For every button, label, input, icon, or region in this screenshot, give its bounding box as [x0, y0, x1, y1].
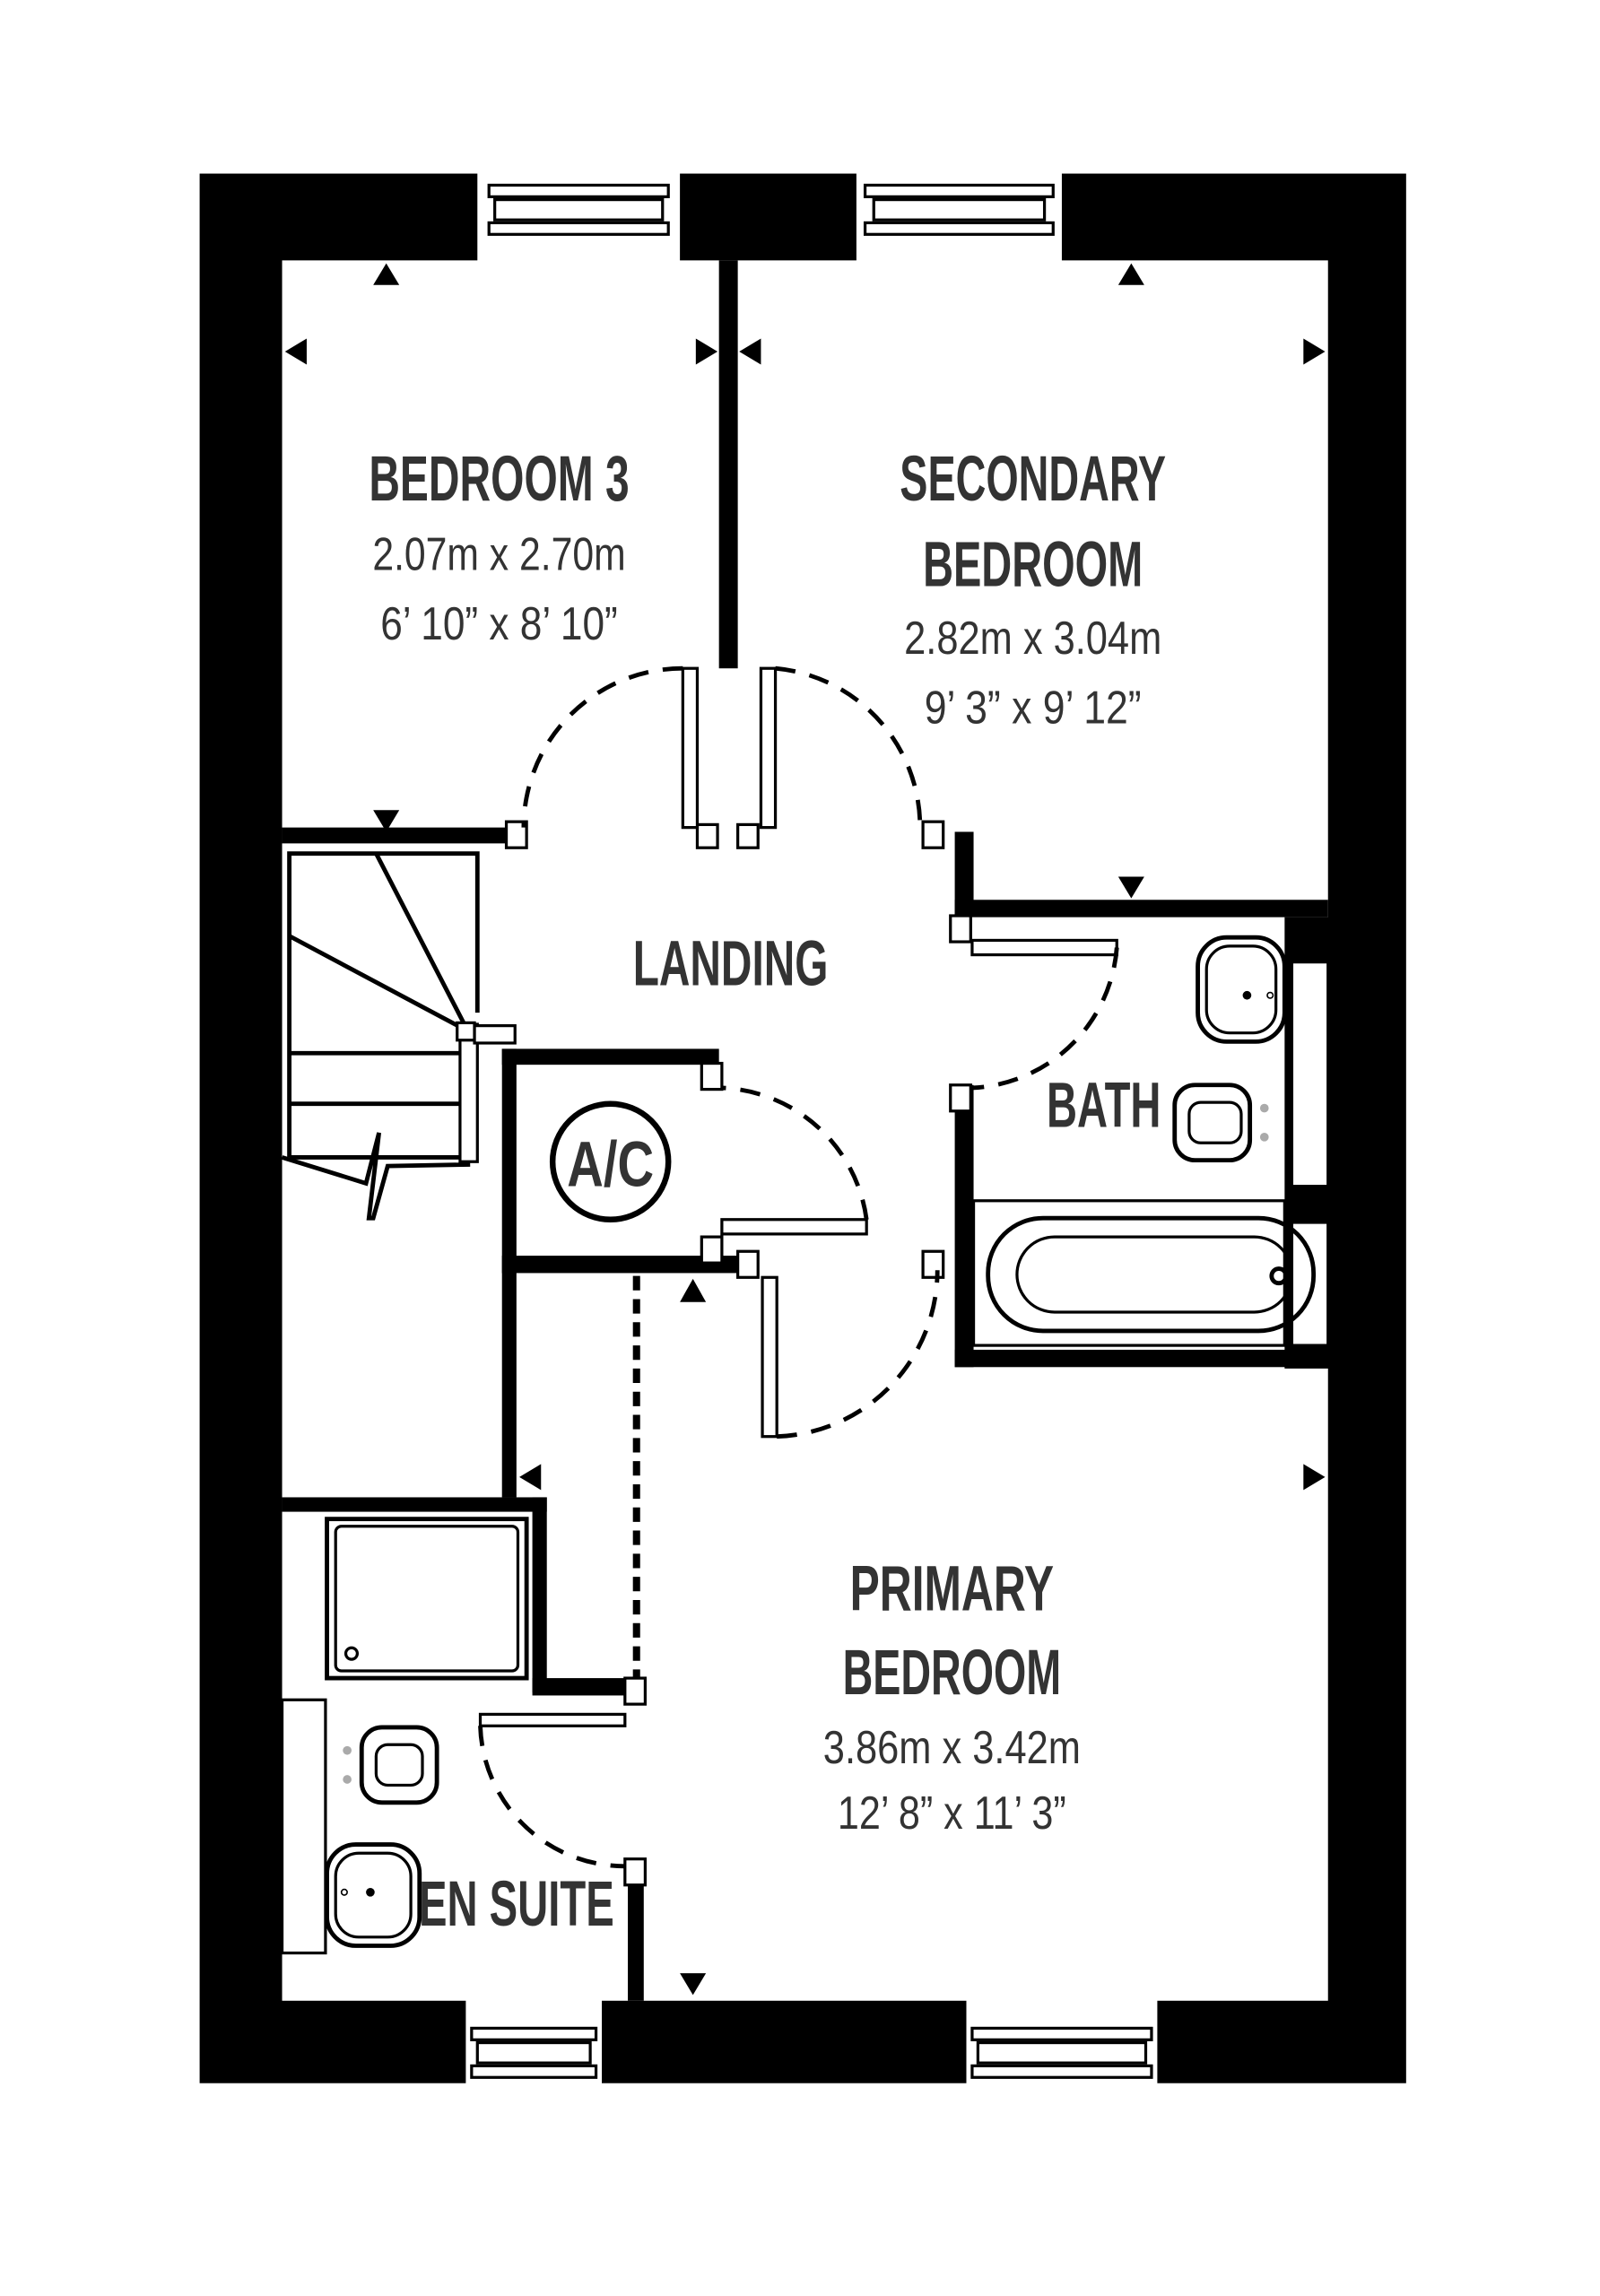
- basin-bath: [1196, 935, 1287, 1044]
- door-ac[interactable]: [720, 1085, 869, 1236]
- bedroom3-imperial: 6’ 10” x 8’ 10”: [380, 597, 618, 649]
- toilet-bath: [1172, 1083, 1269, 1163]
- toilet-ensuite: [343, 1725, 439, 1805]
- bedroom3-metric: 2.07m x 2.70m: [372, 528, 625, 580]
- secondary-bedroom-metric: 2.82m x 3.04m: [904, 612, 1161, 664]
- bathtub: [971, 1199, 1317, 1347]
- ensuite-label: EN SUITE: [419, 1869, 614, 1940]
- shower: [325, 1517, 529, 1681]
- window-bedroom3: [477, 170, 681, 264]
- door-primary-bedroom[interactable]: [761, 1270, 940, 1439]
- ac-label: A/C: [567, 1130, 654, 1201]
- window-ensuite: [465, 1997, 603, 2088]
- door-jambs: [504, 820, 972, 1887]
- door-bedroom3[interactable]: [521, 665, 700, 830]
- door-ensuite[interactable]: [478, 1712, 627, 1869]
- primary-bedroom-metric: 3.86m x 3.42m: [823, 1721, 1081, 1773]
- bath-label: BATH: [1047, 1071, 1161, 1142]
- primary-bedroom-label-1: PRIMARY: [850, 1553, 1054, 1624]
- door-secondary-bedroom[interactable]: [759, 665, 923, 830]
- landing-label: LANDING: [633, 928, 829, 999]
- bedroom3-label: BEDROOM 3: [369, 444, 629, 515]
- staircase: [281, 851, 517, 1221]
- window-secondary-bedroom: [856, 170, 1062, 264]
- outer-walls: [199, 173, 1406, 2083]
- secondary-bedroom-imperial: 9’ 3” x 9’ 12”: [925, 682, 1142, 734]
- secondary-bedroom-label-2: BEDROOM: [923, 529, 1143, 600]
- window-primary-bedroom: [966, 1997, 1158, 2088]
- basin-ensuite: [325, 1842, 422, 1948]
- interior-walls: [282, 260, 1328, 2001]
- dimension-arrows: [284, 263, 1326, 1996]
- primary-bedroom-imperial: 12’ 8” x 11’ 3”: [838, 1787, 1066, 1839]
- ac-cupboard: A/C: [549, 1100, 672, 1222]
- secondary-bedroom-label-1: SECONDARY: [900, 444, 1166, 515]
- door-bath[interactable]: [970, 938, 1119, 1091]
- primary-bedroom-label-2: BEDROOM: [843, 1638, 1062, 1709]
